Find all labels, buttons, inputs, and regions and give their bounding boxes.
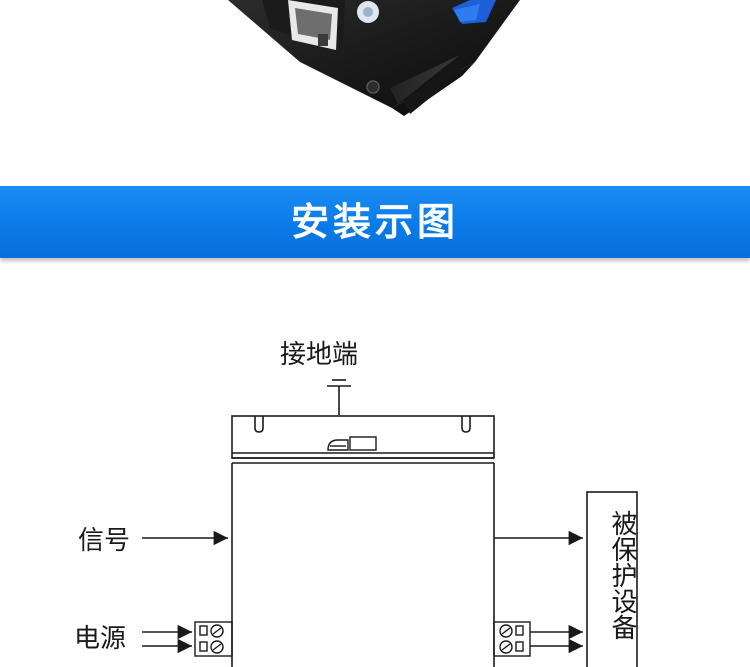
ground-cable-icon [452, 0, 496, 24]
protected-device-label: 被保护设备 [607, 510, 637, 640]
power-output-arrows [530, 624, 583, 654]
signal-label: 信号 [78, 526, 131, 556]
product-photo [228, 0, 520, 116]
power-label: 电源 [74, 624, 127, 654]
section-title: 安装示图 [290, 200, 459, 244]
section-banner: 安装示图 [0, 186, 750, 258]
protected-device-box [586, 491, 638, 667]
ground-terminal-label: 接地端 [280, 340, 359, 370]
led-indicator-icon [357, 1, 379, 23]
ground-symbol-icon [327, 379, 351, 415]
ground-terminal-icon [327, 436, 377, 451]
power-input-arrows [142, 624, 192, 654]
device-outline [231, 415, 495, 667]
installation-diagram [142, 379, 638, 667]
terminal-block-icon [493, 621, 531, 657]
terminal-block-icon [194, 621, 233, 657]
ground-screw-icon [366, 80, 380, 94]
ethernet-port-icon [288, 0, 338, 50]
